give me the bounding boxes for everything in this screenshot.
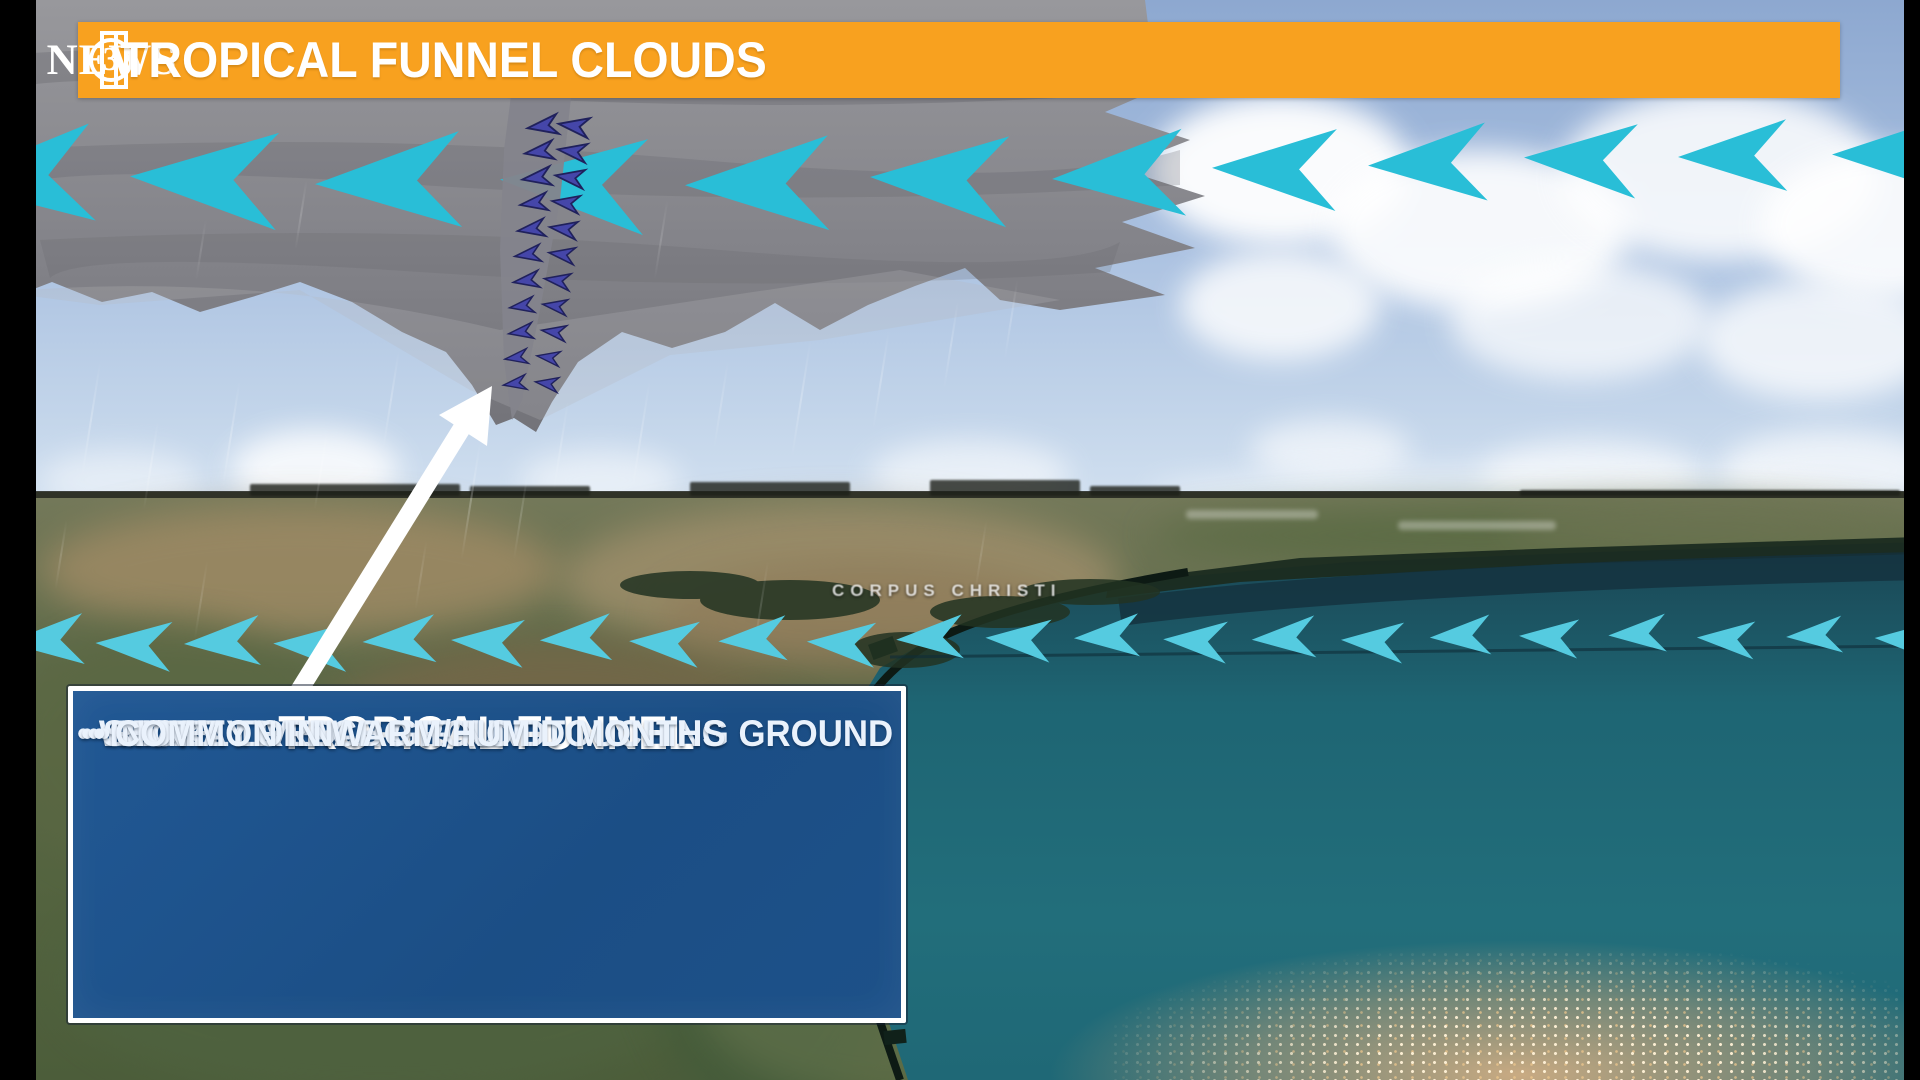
funnel-chevron [555, 116, 594, 141]
banner-title: TROPICAL FUNNEL CLOUDS [120, 32, 767, 88]
funnel-chevron [501, 372, 530, 391]
wind-arrow [1341, 622, 1405, 664]
wind-arrow [1163, 621, 1228, 664]
funnel-chevron [546, 220, 581, 242]
wind-arrow [1786, 615, 1844, 653]
cloud-puff [1700, 280, 1920, 400]
map-label-city: CORPUS CHRISTI [832, 581, 1062, 600]
funnel-chevron [539, 324, 570, 344]
wind-arrow [870, 136, 1010, 228]
funnel-chevron [512, 242, 545, 263]
wind-arrow [6, 613, 85, 665]
horizon-structures [0, 470, 1920, 510]
wind-arrow [1524, 124, 1638, 199]
funnel-chevron [524, 111, 563, 136]
funnel-chevron [521, 137, 558, 161]
cloud-puff [1180, 250, 1380, 360]
funnel-chevron [507, 294, 538, 314]
wind-arrow [362, 614, 437, 663]
callout-bullet: • RARELY REACH GROUND [87, 713, 547, 754]
letterbox-right [1904, 0, 1920, 1080]
wind-arrow [1519, 619, 1580, 659]
funnel-chevron [541, 272, 574, 293]
wind-arrow [629, 621, 700, 668]
wind-arrow [1608, 613, 1667, 652]
funnel-chevron [502, 346, 531, 365]
distant-shore [1106, 537, 1920, 598]
funnel-chevron [554, 142, 591, 166]
sand-sparkle [1110, 950, 1910, 1080]
callout-bullet: • SHORT LIVED [81, 713, 337, 754]
wind-arrow [315, 131, 463, 228]
lower-wind-arrows [0, 560, 1920, 720]
cloud-puff [1450, 260, 1710, 380]
title-banner: 3 NEWS TROPICAL FUNNEL CLOUDS [47, 22, 1840, 98]
funnel-chevron [510, 268, 543, 289]
funnel-rotation-chevrons [0, 0, 700, 460]
callout-bullet: • WEAK [77, 713, 206, 754]
wind-arrow [1251, 615, 1317, 658]
terrain-patch [40, 505, 560, 635]
funnel-cloud [500, 88, 572, 420]
deep-channel [1118, 552, 1920, 626]
wind-arrow [1678, 119, 1788, 191]
map-label-blur-2 [1398, 521, 1556, 530]
funnel-chevron [533, 376, 562, 395]
station-logo-text: NEWS [46, 36, 178, 84]
sea-seam [889, 644, 1920, 659]
funnel-chevron [549, 194, 584, 216]
info-callout-box: TROPICAL FUNNEL • WEAK• SHORT LIVED• RAR… [68, 686, 906, 1023]
coastal-marsh [620, 571, 1160, 668]
cloud-puff [1250, 420, 1410, 480]
funnel-silhouette [500, 88, 572, 420]
letterbox-left [0, 0, 36, 1080]
wind-arrow [806, 622, 877, 668]
wind-arrow [1212, 129, 1337, 212]
horizon-structure [470, 486, 590, 496]
wind-arrow [1368, 122, 1488, 201]
map-label-blur-1 [1186, 510, 1318, 519]
wind-arrow [1832, 125, 1920, 184]
funnel-chevron [534, 350, 563, 369]
horizon-structure [930, 480, 1080, 496]
wind-arrow [451, 619, 525, 668]
funnel-chevron [506, 320, 537, 340]
horizon-structure [690, 482, 850, 496]
wind-arrow [539, 613, 613, 661]
wind-arrow [1429, 614, 1492, 655]
callout-title: TROPICAL FUNNEL [278, 706, 696, 759]
wind-arrow [985, 619, 1052, 663]
wind-arrow [1052, 128, 1187, 216]
horizon-structure [1090, 486, 1180, 496]
banner-divider [114, 31, 118, 89]
funnel-chevron [540, 298, 571, 318]
wind-arrow [183, 615, 261, 666]
wind-arrow [500, 139, 648, 236]
funnel-chevron [546, 246, 579, 267]
horizon-structure [250, 484, 460, 496]
funnel-chevron [514, 216, 549, 238]
callout-bullet: • NOT A TORNADO IF NOT TOUCHING GROUND [98, 713, 894, 754]
funnel-chevron [517, 190, 552, 212]
station-logo: 3 NEWS [47, 31, 176, 89]
wind-arrow [1696, 621, 1756, 660]
wind-arrow [130, 132, 280, 231]
horizon-structure [1520, 490, 1900, 496]
callout-bullet: • COMMON IN WARM/HUMID MONTHS [93, 713, 726, 754]
wind-arrow [718, 615, 788, 661]
wind-arrow [896, 614, 964, 659]
funnel-chevron [519, 163, 556, 187]
funnel-chevron [552, 168, 589, 192]
wind-arrow [95, 621, 173, 672]
wind-arrow [1073, 613, 1141, 657]
wind-arrow [685, 135, 830, 231]
